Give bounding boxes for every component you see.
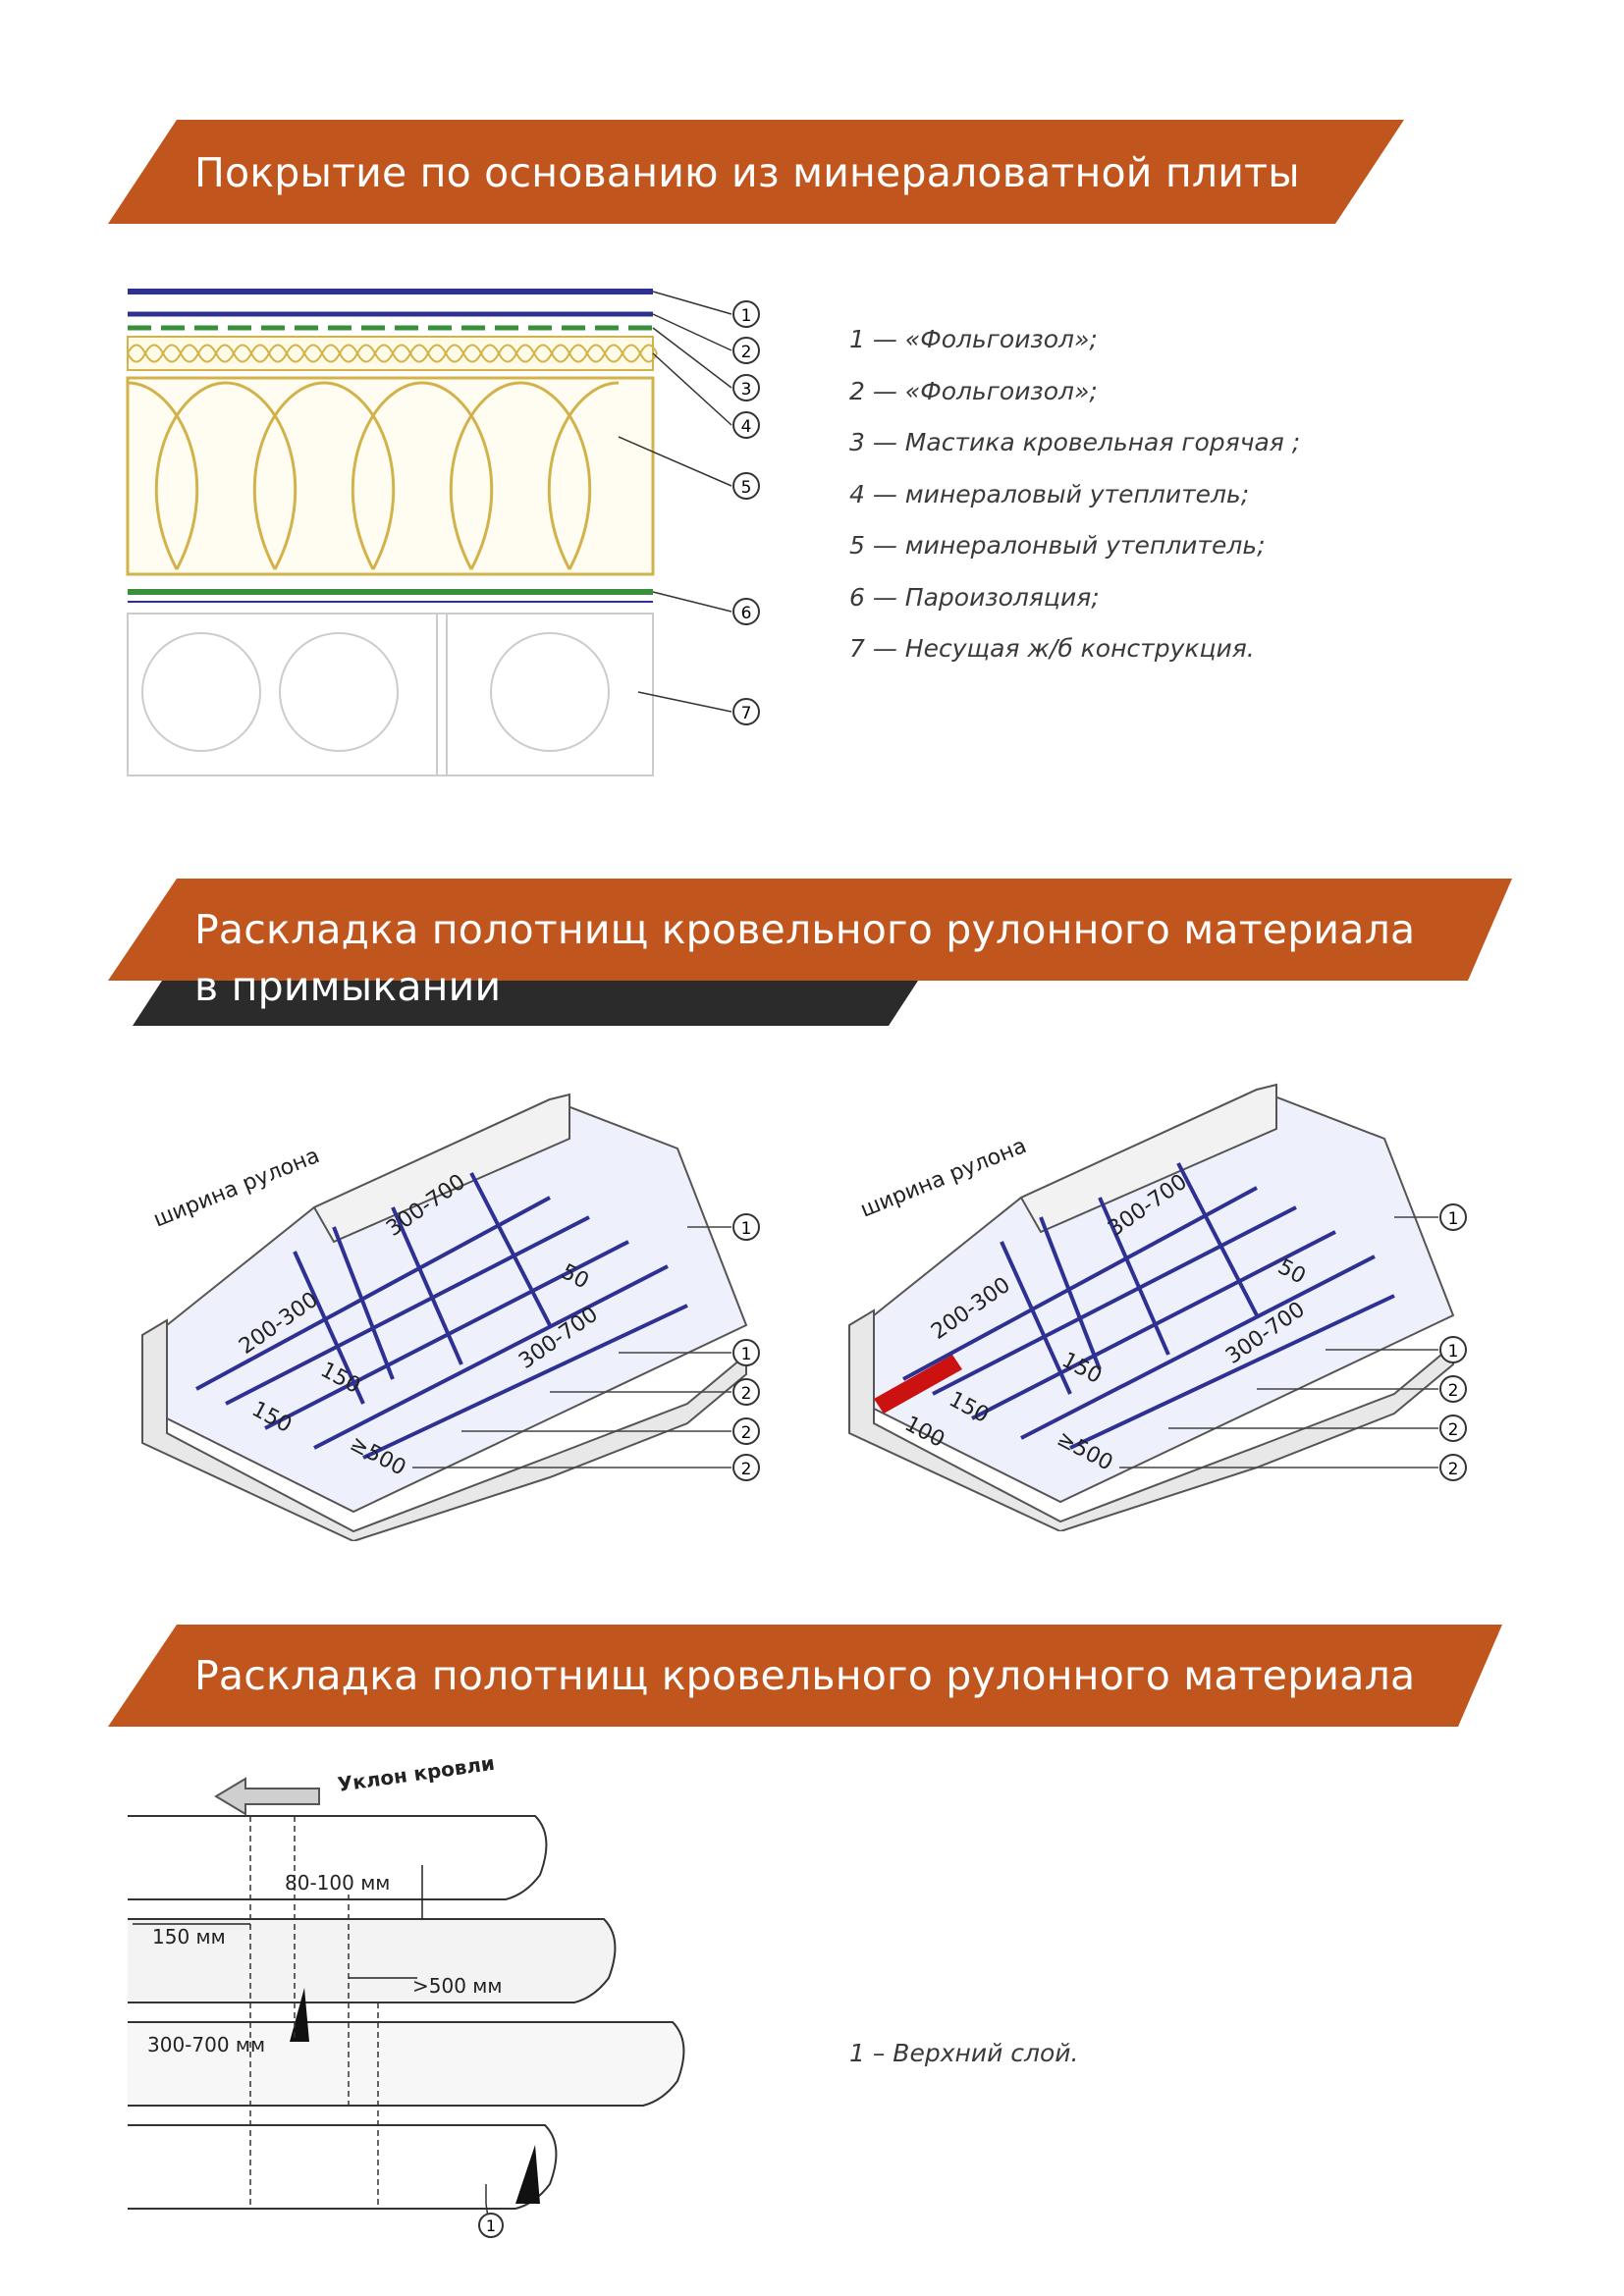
section-3-banner: Раскладка полотнищ кровельного рулонного… <box>108 1625 1502 1727</box>
dim-label: ширина рулона <box>857 1134 1030 1223</box>
legend-section-1: 1 — «Фольгоизол»; 2 — «Фольгоизол»; 3 — … <box>849 314 1300 675</box>
svg-text:2: 2 <box>741 343 752 362</box>
legend-item: 1 — «Фольгоизол»; <box>849 325 1098 353</box>
dim-label: 80-100 мм <box>285 1871 390 1895</box>
legend-item: 2 — «Фольгоизол»; <box>849 376 1098 405</box>
banner-shape <box>108 879 1512 1026</box>
section-1-banner: Покрытие по основанию из минераловатной … <box>108 120 1404 224</box>
callout-1: 1 <box>732 300 760 328</box>
callout-1: 1 <box>1439 1203 1467 1231</box>
svg-text:2: 2 <box>741 1423 752 1443</box>
svg-text:4: 4 <box>741 417 752 437</box>
svg-text:2: 2 <box>741 1460 752 1479</box>
callout-2: 2 <box>1439 1415 1467 1442</box>
adjoining-layout-diagram-right: ширина рулона 300-700 50 200-300 150 300… <box>844 1070 1492 1533</box>
legend-item: 7 — Несущая ж/б конструкция. <box>849 634 1255 663</box>
callout-1: 1 <box>478 2213 504 2238</box>
svg-text:1: 1 <box>741 1219 752 1239</box>
banner-shape <box>108 1625 1502 1727</box>
callout-2: 2 <box>732 1417 760 1445</box>
callout-7: 7 <box>732 698 760 725</box>
callout-1: 1 <box>732 1213 760 1241</box>
svg-text:2: 2 <box>1448 1381 1459 1401</box>
roll-layout-diagram: Уклон кровли 80-100 мм 150 мм >500 мм 30… <box>123 1747 712 2239</box>
banner-shape <box>108 120 1404 224</box>
callout-3: 3 <box>732 374 760 401</box>
legend-item: 3 — Мастика кровельная горячая ; <box>849 428 1301 456</box>
svg-text:1: 1 <box>1448 1209 1459 1229</box>
legend-item: 4 — минераловый утеплитель; <box>849 479 1250 508</box>
svg-text:2: 2 <box>741 1384 752 1404</box>
svg-text:1: 1 <box>486 2216 496 2235</box>
svg-text:1: 1 <box>741 306 752 326</box>
legend-item: 6 — Пароизоляция; <box>849 582 1100 612</box>
svg-text:6: 6 <box>741 604 752 623</box>
svg-text:3: 3 <box>741 380 752 400</box>
dim-label: ширина рулона <box>150 1144 323 1233</box>
svg-text:5: 5 <box>741 478 752 498</box>
adjoining-layout-diagram-left: ширина рулона 300-700 50 200-300 150 300… <box>137 1080 785 1543</box>
section-2-banner: Раскладка полотнищ кровельного рулонного… <box>108 879 1512 1026</box>
legend-item: 5 — минералонвый утеплитель; <box>849 531 1266 560</box>
roof-layers-diagram: 1 2 3 4 5 6 7 <box>118 280 785 790</box>
callout-2: 2 <box>732 1378 760 1406</box>
svg-text:7: 7 <box>741 704 752 723</box>
callout-2: 2 <box>732 1454 760 1481</box>
callout-2: 2 <box>1439 1454 1467 1481</box>
svg-text:1: 1 <box>741 1345 752 1364</box>
slope-label: Уклон кровли <box>336 1751 496 1796</box>
section-2-title-line1: Раскладка полотнищ кровельного рулонного… <box>194 906 1416 953</box>
section-2-title-line2: в примыкании <box>194 963 502 1010</box>
dim-label: >500 мм <box>412 1974 502 1998</box>
svg-text:2: 2 <box>1448 1460 1459 1479</box>
callout-2: 2 <box>732 337 760 364</box>
callout-5: 5 <box>732 472 760 500</box>
section-1-title: Покрытие по основанию из минераловатной … <box>194 149 1300 196</box>
svg-text:1: 1 <box>1448 1342 1459 1362</box>
dim-label: 300-700 мм <box>147 2033 265 2056</box>
legend-item: 1 – Верхний слой. <box>849 2039 1079 2067</box>
section-3-title: Раскладка полотнищ кровельного рулонного… <box>194 1652 1416 1699</box>
legend-section-3: 1 – Верхний слой. <box>849 2028 1079 2080</box>
callout-1: 1 <box>1439 1336 1467 1363</box>
callout-1: 1 <box>732 1339 760 1366</box>
dim-label: 150 мм <box>152 1925 226 1949</box>
svg-text:2: 2 <box>1448 1420 1459 1440</box>
callout-6: 6 <box>732 598 760 625</box>
callout-2: 2 <box>1439 1375 1467 1403</box>
callout-4: 4 <box>732 411 760 439</box>
